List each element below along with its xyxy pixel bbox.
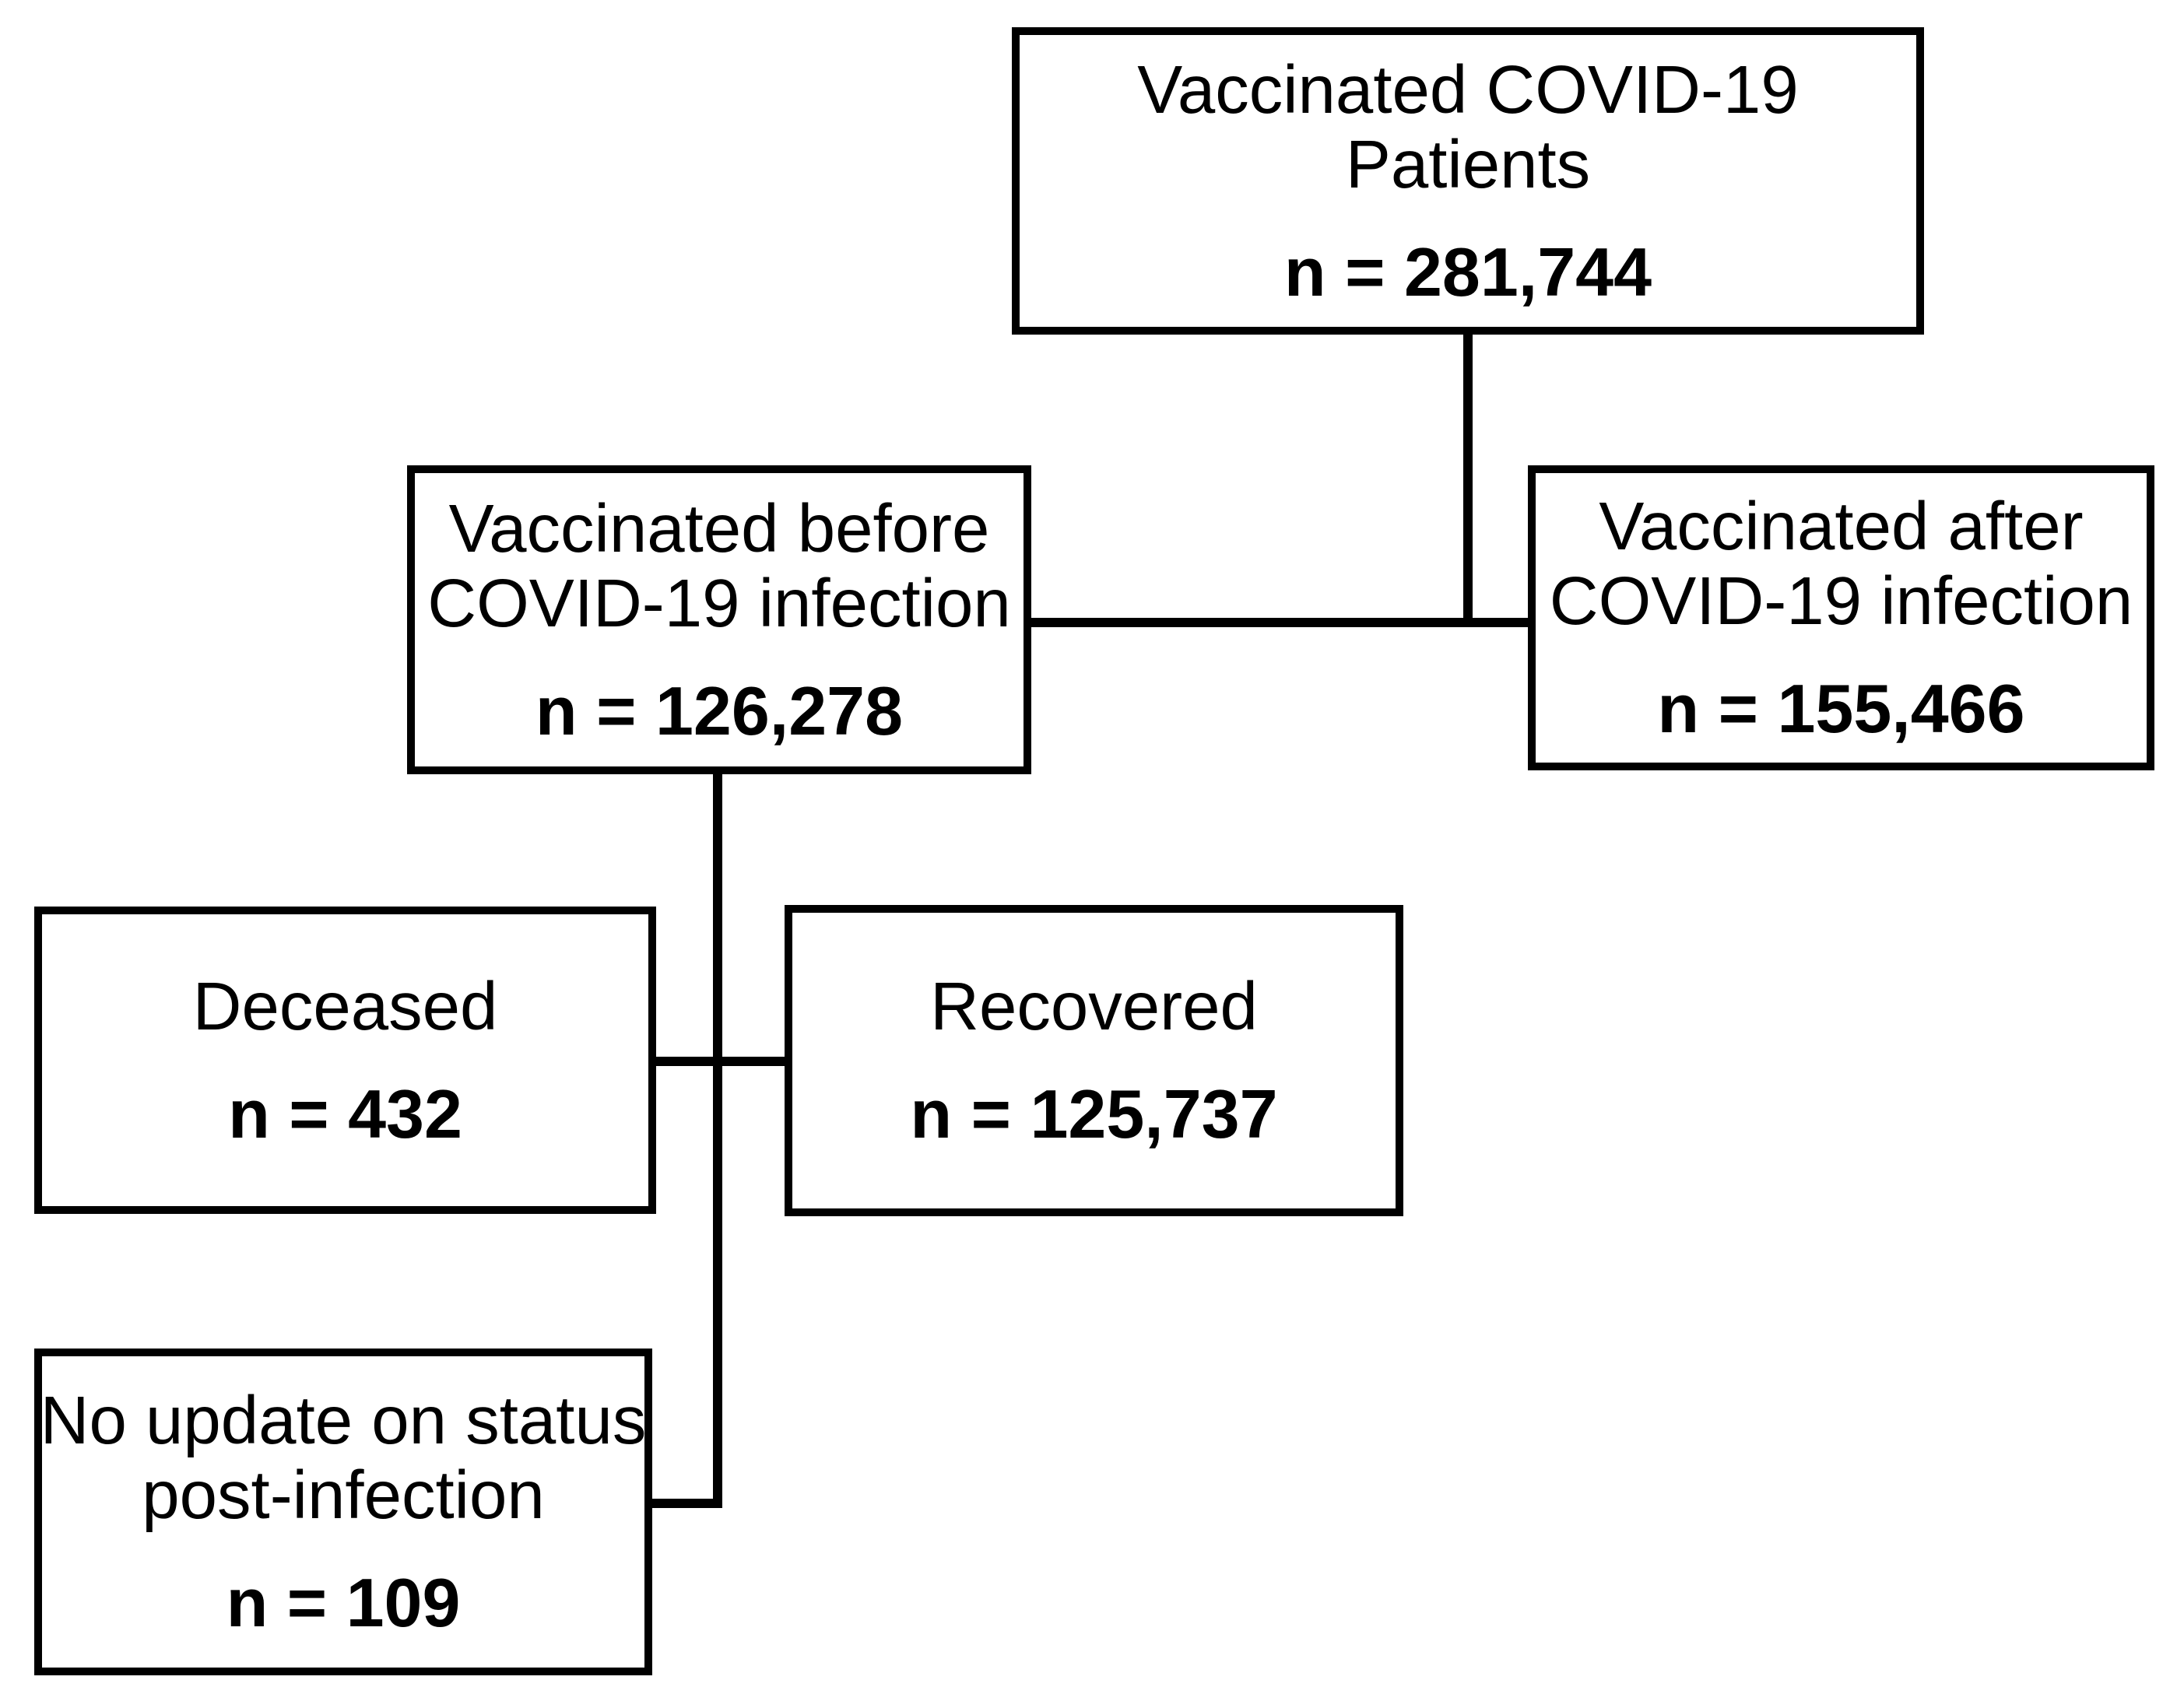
node-label-line: Vaccinated COVID-19	[1137, 51, 1799, 128]
node-label-line: Recovered	[930, 969, 1258, 1044]
node-label-line: post-infection	[142, 1457, 545, 1533]
connector-deceased-recovered	[654, 1057, 788, 1066]
node-no-update-post-infection: No update on status post-infection n = 1…	[34, 1349, 652, 1675]
connector-before-after	[1027, 618, 1532, 627]
node-total-vaccinated-patients: Vaccinated COVID-19 Patients n = 281,744	[1012, 27, 1924, 335]
node-label-line: No update on status	[40, 1383, 647, 1458]
node-label-line: Vaccinated after	[1599, 489, 2084, 564]
connector-no-update	[652, 1499, 722, 1508]
node-label-line: Patients	[1345, 126, 1591, 202]
node-recovered: Recovered n = 125,737	[785, 905, 1403, 1216]
node-count: n = 155,466	[1657, 670, 2025, 747]
node-vaccinated-before-infection: Vaccinated before COVID-19 infection n =…	[407, 465, 1031, 774]
node-deceased: Deceased n = 432	[34, 907, 656, 1214]
connector-before-down	[713, 770, 722, 1508]
node-label-line: COVID-19 infection	[1549, 563, 2133, 639]
node-count: n = 126,278	[535, 672, 904, 749]
node-label-line: COVID-19 infection	[427, 565, 1011, 641]
node-label-line: Deceased	[192, 968, 498, 1044]
node-count: n = 109	[226, 1564, 461, 1641]
connector-total-down	[1463, 331, 1473, 627]
node-label-line: Vaccinated before	[448, 490, 990, 566]
node-vaccinated-after-infection: Vaccinated after COVID-19 infection n = …	[1528, 465, 2154, 770]
node-count: n = 432	[228, 1075, 462, 1152]
node-count: n = 125,737	[910, 1075, 1278, 1152]
node-count: n = 281,744	[1283, 233, 1652, 310]
